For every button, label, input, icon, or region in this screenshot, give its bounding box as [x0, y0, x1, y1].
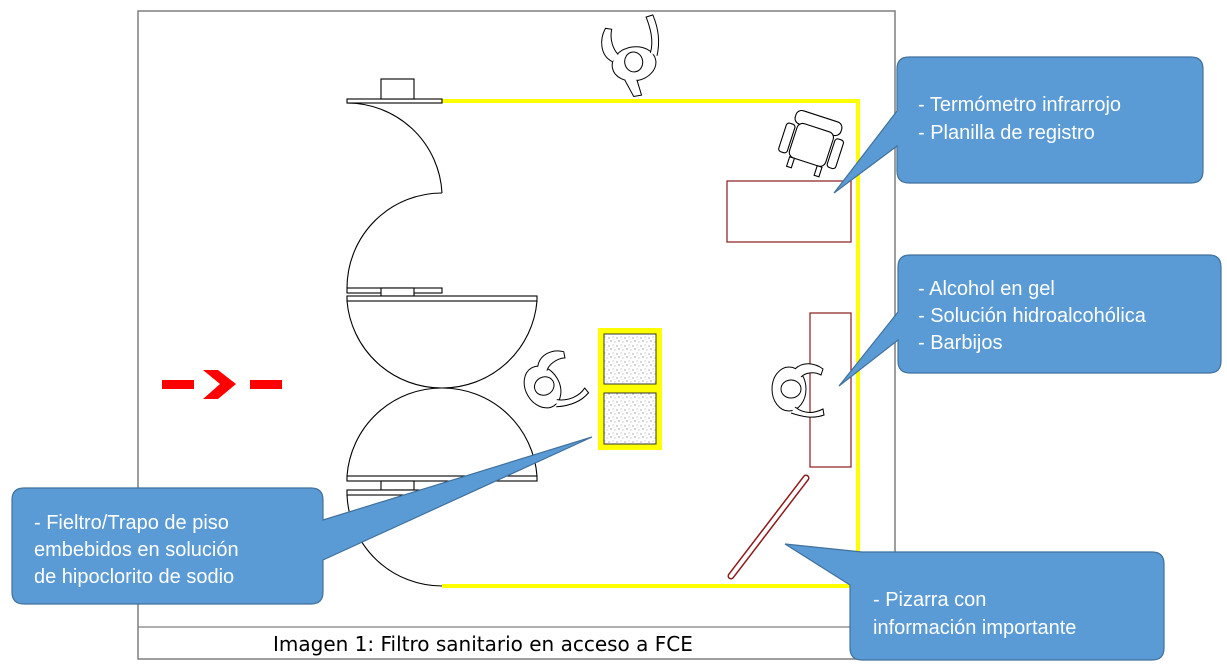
supplies-table — [809, 312, 852, 468]
figure-caption: Imagen 1: Filtro sanitario en acceso a F… — [273, 632, 693, 656]
door-frame-middle-2 — [346, 295, 538, 302]
callout-desk-line-1: - Termómetro infrarrojo — [918, 94, 1121, 116]
person-top-view-icon-top — [601, 14, 660, 98]
door-arc-4 — [441, 300, 538, 389]
callout-floor-mats-line-1: - Fieltro/Trapo de piso — [34, 512, 229, 534]
floor-mat-top — [603, 333, 657, 385]
callout-table-line-2: - Solución hidroalcohólica — [918, 305, 1147, 327]
callout-whiteboard: - Pizarra con información importante — [784, 543, 1165, 661]
door-arc-5 — [346, 387, 443, 477]
callout-floor-mats: - Fieltro/Trapo de piso embebidos en sol… — [11, 436, 593, 605]
door-post-top — [380, 78, 415, 100]
floor-mat-bottom — [603, 392, 657, 445]
callout-desk-line-2: - Planilla de registro — [918, 122, 1095, 144]
door-arc-1 — [346, 102, 443, 194]
callout-table: - Alcohol en gel - Solución hidroalcohól… — [838, 254, 1222, 387]
person-top-view-icon-entry — [523, 350, 590, 409]
floor-mats — [598, 328, 662, 450]
door-post-bottom — [380, 480, 415, 491]
callout-floor-mats-line-2: embebidos en solución — [34, 539, 239, 561]
whiteboard — [727, 474, 810, 580]
callout-floor-mats-line-3: de hipoclorito de sodio — [34, 566, 234, 588]
callout-whiteboard-line-1: - Pizarra con — [873, 589, 986, 611]
callout-desk: - Termómetro infrarrojo - Planilla de re… — [833, 56, 1204, 194]
yellow-barrier — [442, 99, 860, 588]
reception-desk — [726, 180, 852, 243]
callout-table-line-1: - Alcohol en gel — [918, 278, 1055, 300]
door-frame-top — [346, 98, 443, 104]
door-frame-bottom-1 — [346, 475, 538, 482]
person-top-view-icon-table — [771, 363, 825, 418]
door-post-middle — [380, 287, 415, 297]
office-chair-icon — [778, 109, 845, 178]
door-arc-3 — [346, 300, 443, 389]
callout-table-line-3: - Barbijos — [918, 332, 1002, 354]
callout-whiteboard-line-2: información importante — [873, 617, 1076, 639]
door-arc-2 — [346, 192, 443, 289]
entry-arrow-icon — [162, 370, 282, 399]
